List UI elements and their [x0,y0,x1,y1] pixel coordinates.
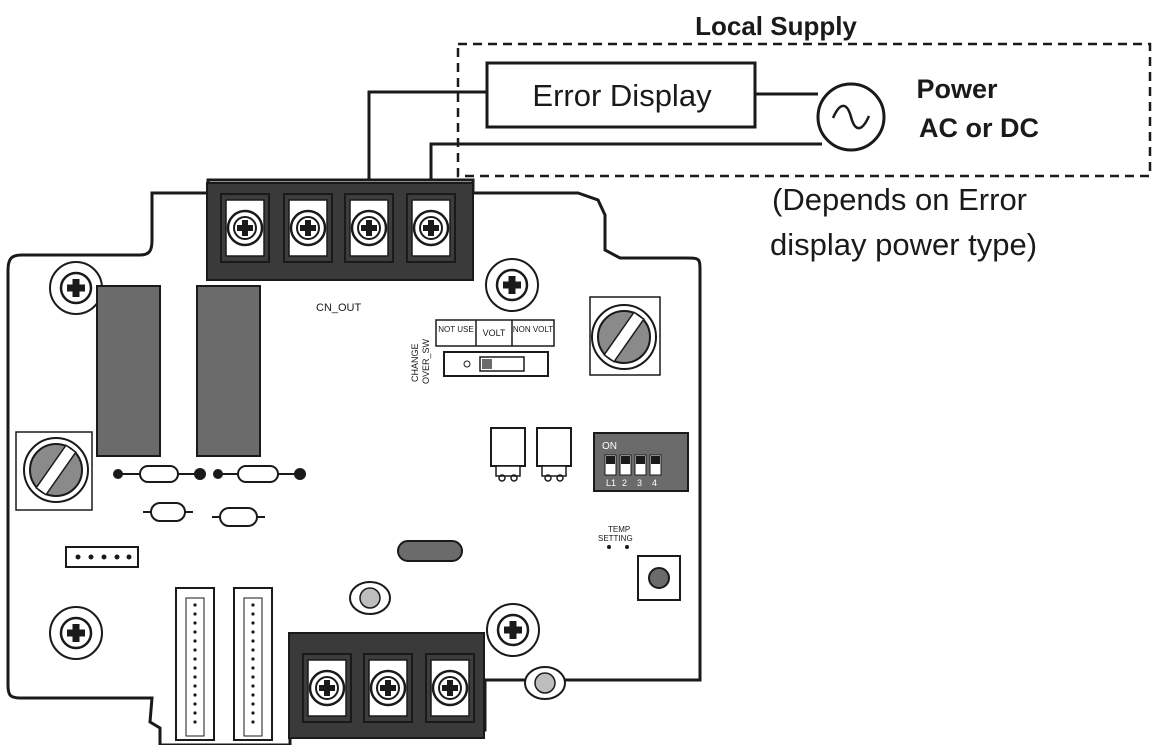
switch-label-not-use: NOT USE [438,325,473,334]
oval-component [397,540,463,562]
connector-pin [193,684,197,688]
connector-pin [251,720,255,724]
connector-pin [193,621,197,625]
relay-1 [96,285,161,457]
note-line-2: display power type) [770,227,1037,262]
cn-out-label: CN_OUT [316,302,362,314]
potentiometer-left [15,431,93,511]
mount-screw-top-left [48,260,104,316]
connector-pin [251,702,255,706]
mount-screw-bottom-right [485,602,541,658]
connector-pin [251,711,255,715]
phillips-screw-icon [289,209,327,247]
changeover-switch [435,319,555,377]
mount-screw-bottom-left [48,605,104,661]
potentiometer-right [589,296,661,376]
connector-pin [193,666,197,670]
led-2 [536,427,572,482]
pin-connector-small [65,546,139,568]
connector-pin [193,720,197,724]
connector-pin [251,675,255,679]
connector-pin [193,702,197,706]
phillips-screw-icon [226,209,264,247]
power-label: Power [916,74,998,104]
note-line-1: (Depends on Error [772,182,1027,217]
switch-label-volt: VOLT [483,328,506,338]
dip-switch [593,432,689,492]
dip-on-label: ON [602,441,617,452]
connector-pin [193,612,197,616]
dip-number-2: 2 [622,478,627,488]
temp-setting-button [607,545,681,601]
changeover-label-1: CHANGE [410,343,420,382]
phillips-screw-icon [350,209,388,247]
connector-pin [193,657,197,661]
phillips-screw-icon [369,669,407,707]
ac-sine-icon [816,82,886,152]
error-display-box [485,61,757,129]
connector-pin [193,675,197,679]
phillips-screw-icon [431,669,469,707]
connector-pin [251,639,255,643]
local-supply-box [456,42,1152,178]
connector-pin [251,657,255,661]
connector-pin [251,603,255,607]
mount-screw-top-right [484,257,540,313]
temp-setting-label-1: TEMP [608,525,630,534]
connector-pins [193,603,255,724]
connector-pin [251,621,255,625]
connector-pin [251,693,255,697]
ribbon-connector-1 [175,587,215,741]
connector-pin [251,666,255,670]
connector-pin [193,648,197,652]
connector-pin [193,639,197,643]
terminal-block-cn-out [206,182,474,281]
switch-label-non-volt: NON VOLT [513,325,553,334]
dip-number-4: 4 [652,478,657,488]
connector-pin [251,630,255,634]
connector-pin [193,603,197,607]
temp-setting-label-2: SETTING [598,534,633,543]
connector-pin [193,630,197,634]
terminal-block-power [288,632,485,739]
resistors [113,465,306,527]
local-supply-label: Local Supply [695,11,857,41]
phillips-screw-icon [308,669,346,707]
connector-pin [193,693,197,697]
phillips-screw-icon [412,209,450,247]
standoff-2 [524,666,566,700]
connector-pin [251,684,255,688]
dip-number-1: L1 [606,478,616,488]
error-display-label: Error Display [532,78,712,113]
standoff-1 [349,581,391,615]
led-1 [490,427,526,482]
connector-pin [251,612,255,616]
ribbon-connector-2 [233,587,273,741]
connector-pin [193,711,197,715]
connector-pin [251,648,255,652]
dip-number-3: 3 [637,478,642,488]
relay-2 [196,285,261,457]
changeover-label-2: OVER_SW [421,338,431,384]
power-type-label: AC or DC [919,113,1039,143]
